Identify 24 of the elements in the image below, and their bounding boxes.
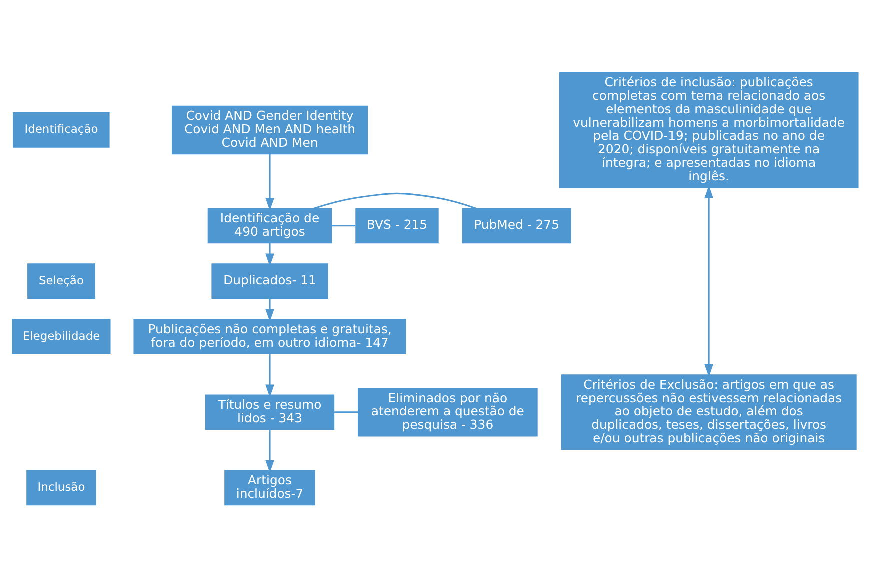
node-box: BVS - 215 — [356, 208, 439, 244]
arrow — [266, 354, 274, 398]
arrow — [704, 186, 714, 378]
node-box: Elegebilidade — [12, 319, 111, 355]
arrow — [266, 430, 274, 474]
node-box: Critérios de Exclusão: artigos em que as repercussões não estivessem relacionadas ao objeto de estudo, além dos duplicados, teses, dissertações, livros e/ou outras publicações não originais — [561, 374, 857, 450]
connector — [332, 225, 356, 227]
node-box: Inclusão — [26, 470, 96, 506]
arrow — [266, 154, 274, 211]
connector — [334, 412, 358, 414]
node-box: Identificação de 490 artigos — [208, 208, 332, 244]
node-box: Títulos e resumo lidos - 343 — [205, 394, 335, 430]
node-box: Eliminados por não atenderem a questão de pesquisa - 336 — [358, 388, 538, 437]
node-box: Artigos incluídos-7 — [224, 470, 316, 506]
node-box: Identificação — [13, 112, 110, 148]
node-box: Duplicados- 11 — [212, 264, 328, 300]
node-box: Seleção — [28, 264, 96, 300]
node-box: Critérios de inclusão: publicações completas com tema relacionado aos elementos da masculinidade que vulnerabilizam homens a morbimortalidade pela COVID-19; publicadas no ano de 2020; disponíveis gratuitamente na íntegra; e apresentadas no idioma inglês. — [559, 72, 859, 188]
connector — [314, 192, 476, 210]
arrow — [266, 298, 274, 322]
node-box: Covid AND Gender Identity Covid AND Men AND health Covid AND Men — [172, 106, 368, 155]
node-box: Publicações não completas e gratuitas, fora do período, em outro idioma- 147 — [134, 319, 406, 355]
arrow — [266, 243, 274, 266]
node-box: PubMed - 275 — [462, 208, 572, 244]
